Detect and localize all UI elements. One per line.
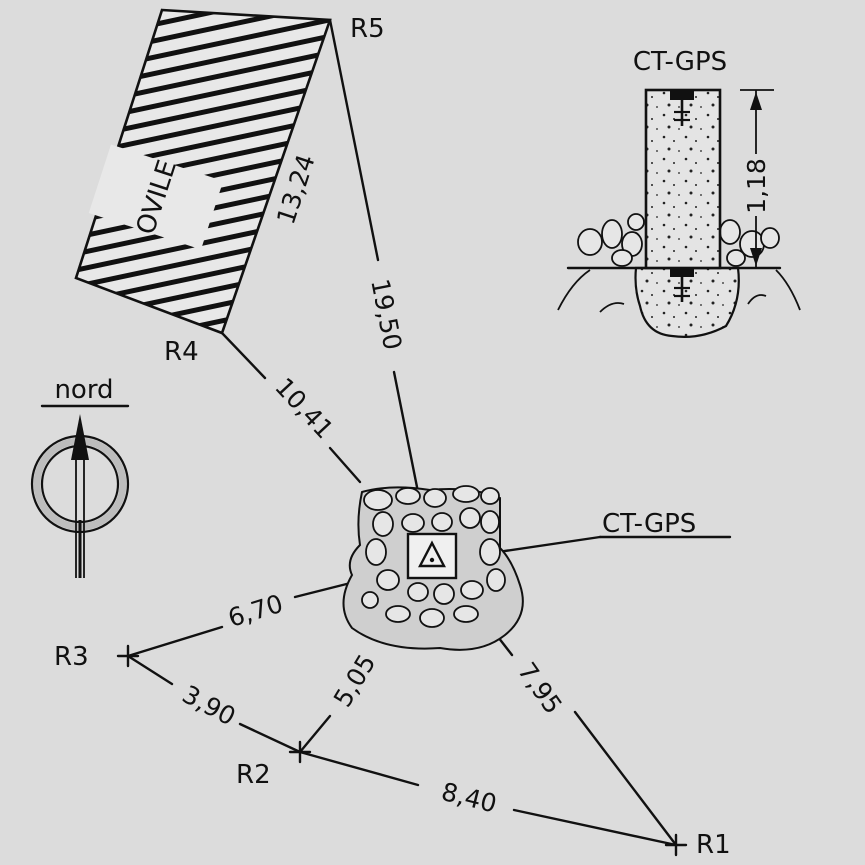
point-label-r4: R4 xyxy=(164,337,199,367)
north-compass: nord xyxy=(30,375,130,578)
stones xyxy=(361,485,506,628)
distance-r2-ct: 5,05 xyxy=(328,649,382,712)
line-r5-ct-b xyxy=(392,370,420,494)
triangle-icon xyxy=(418,540,446,568)
detail-stone xyxy=(627,213,645,231)
line-r4-ct-a xyxy=(220,331,267,380)
line-r4-ct-b xyxy=(328,446,362,484)
benchmark-dot xyxy=(429,557,435,563)
detail-foundation xyxy=(634,266,740,338)
line-r5-ct-a xyxy=(328,18,380,262)
detail-stone xyxy=(726,249,746,267)
distance-r3-ct: 6,70 xyxy=(225,589,287,633)
distance-r1-ct: 7,95 xyxy=(512,657,568,719)
distance-r4-ct: 10,41 xyxy=(269,372,339,444)
distance-r5-ct: 19,50 xyxy=(365,276,407,352)
north-label: nord xyxy=(54,375,113,405)
detail-dim-backing xyxy=(742,154,770,216)
detail-stone xyxy=(577,228,603,256)
detail-stone xyxy=(611,249,633,267)
detail-stone xyxy=(760,227,780,249)
ct-gps-benchmark xyxy=(342,485,524,651)
line-r2-r1-a xyxy=(298,750,420,787)
detail-dim-arrow-bottom xyxy=(750,248,762,266)
building-label-backing xyxy=(88,144,224,250)
detail-title: CT-GPS xyxy=(633,47,727,77)
point-label-r2: R2 xyxy=(236,760,271,790)
station-marks xyxy=(116,644,688,857)
point-label-r3: R3 xyxy=(54,642,89,672)
distance-r3-r2: 3,90 xyxy=(178,680,241,732)
north-arrow-icon xyxy=(71,414,89,460)
detail-soil-mark-2 xyxy=(747,294,767,305)
distance-r2-r1: 8,40 xyxy=(439,777,500,819)
detail-stone xyxy=(719,219,741,245)
line-r1-ct-a xyxy=(573,710,678,847)
point-label-r1: R1 xyxy=(696,830,731,860)
detail-height: 1,18 xyxy=(742,158,771,214)
ovile-building: OVILE xyxy=(74,8,332,335)
line-r2-ct-a xyxy=(298,714,332,754)
detail-bottom-marker xyxy=(670,268,694,277)
r2-cross-icon xyxy=(288,740,312,764)
detail-dim-arrow-top xyxy=(750,92,762,110)
detail-soil-mark-1 xyxy=(599,302,625,313)
r1-cross-icon xyxy=(664,833,688,857)
benchmark-label: CT-GPS xyxy=(602,509,696,539)
detail-soil-left xyxy=(557,269,591,311)
line-r2-r1-b xyxy=(512,808,678,847)
r3-cross-icon xyxy=(116,644,140,668)
detail-stone xyxy=(601,219,623,249)
detail-soil-right xyxy=(775,269,801,311)
point-label-r5: R5 xyxy=(350,14,385,44)
ct-gps-section-detail: CT-GPS 1,18 xyxy=(557,47,801,338)
detail-top-marker xyxy=(670,90,694,100)
line-r3-r2-a xyxy=(126,654,174,686)
line-r3-ct-a xyxy=(126,625,224,658)
line-r3-r2-b xyxy=(238,722,302,754)
